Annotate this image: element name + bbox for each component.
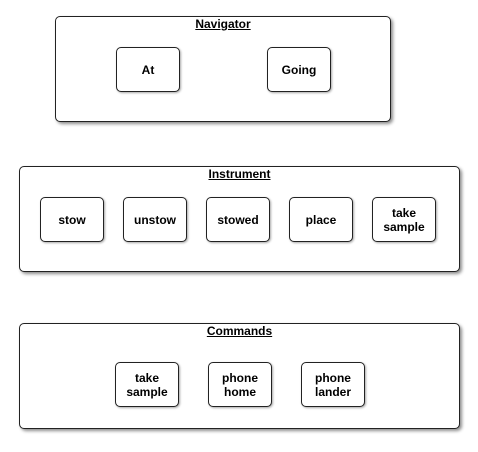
command-take-sample[interactable]: take sample <box>115 362 179 407</box>
state-place[interactable]: place <box>289 197 353 242</box>
commands-group: Commands take sample phone home phone la… <box>19 323 460 429</box>
state-take-sample[interactable]: take sample <box>372 197 436 242</box>
navigator-group: Navigator At Going <box>55 16 391 122</box>
state-unstow[interactable]: unstow <box>123 197 187 242</box>
navigator-title: Navigator <box>195 17 251 31</box>
state-going[interactable]: Going <box>267 47 331 92</box>
instrument-title: Instrument <box>208 167 271 181</box>
state-stowed[interactable]: stowed <box>206 197 270 242</box>
command-phone-home[interactable]: phone home <box>208 362 272 407</box>
state-at[interactable]: At <box>116 47 180 92</box>
command-phone-lander[interactable]: phone lander <box>301 362 365 407</box>
instrument-group: Instrument stow unstow stowed place take… <box>19 166 460 272</box>
commands-title: Commands <box>206 324 273 338</box>
state-stow[interactable]: stow <box>40 197 104 242</box>
